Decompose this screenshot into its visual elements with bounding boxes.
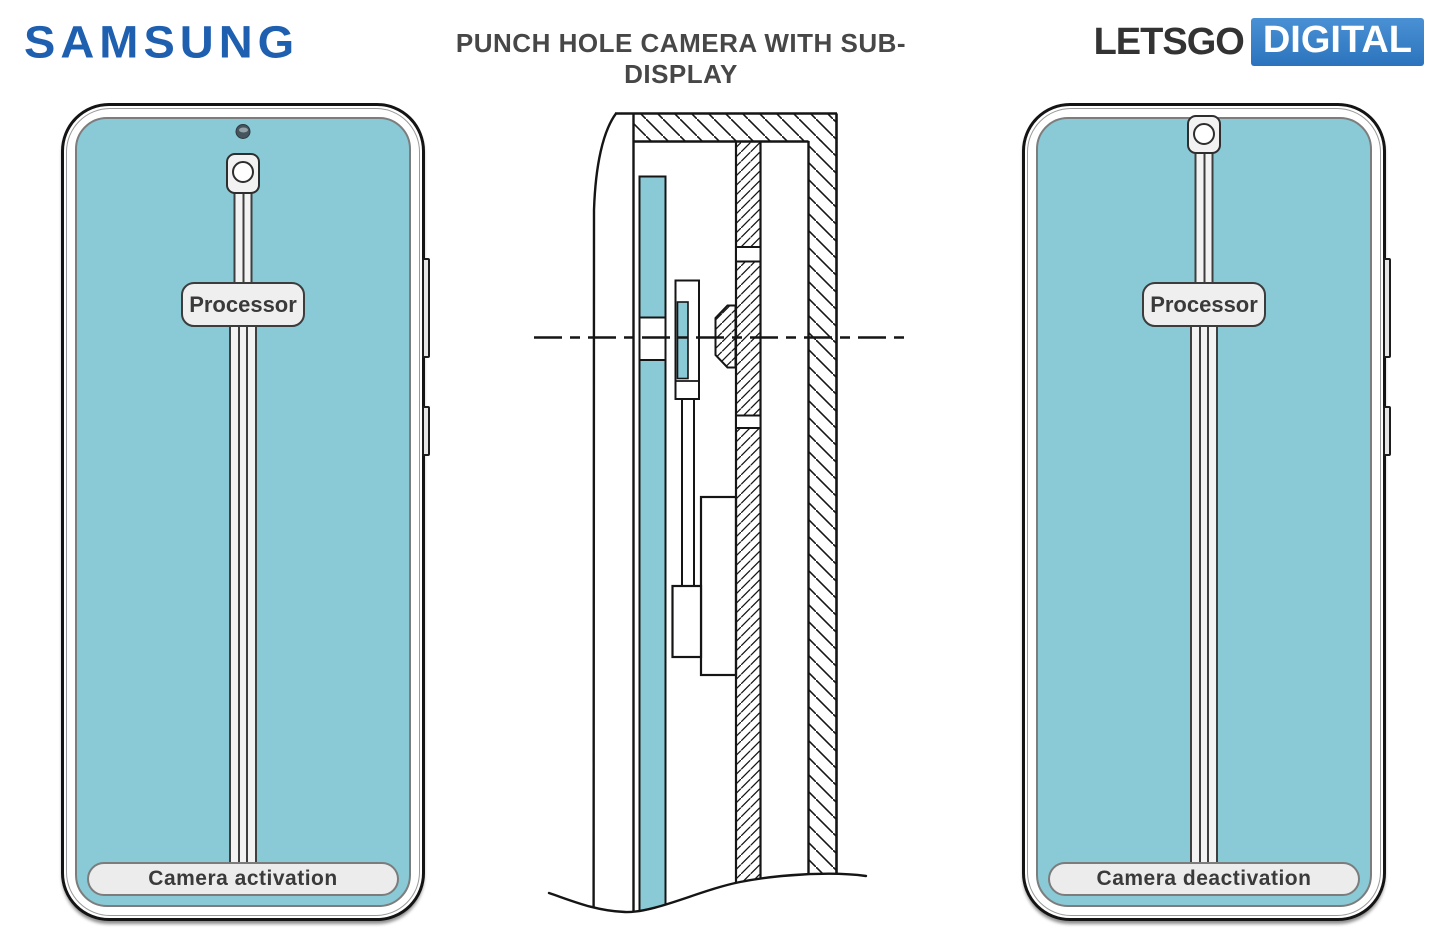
camera-module-body xyxy=(699,495,738,677)
actuator-rod xyxy=(681,398,695,590)
camera-activation-label: Camera activation xyxy=(87,862,399,896)
camera-module-icon xyxy=(226,153,260,194)
letsgo-digital-logo: LETSGO DIGITAL xyxy=(1094,18,1424,66)
processor-box: Processor xyxy=(1142,282,1266,327)
digital-logo-badge: DIGITAL xyxy=(1250,18,1424,66)
top-housing-hatch xyxy=(633,113,837,142)
camera-module-icon xyxy=(1187,115,1221,154)
signal-trace-upper xyxy=(233,193,253,283)
phone-camera-activated: Processor Camera activation xyxy=(61,103,430,921)
phone-screen: Processor Camera activation xyxy=(75,117,411,907)
signal-trace-upper xyxy=(1194,153,1214,283)
actuator-motor xyxy=(671,584,703,659)
phone-camera-deactivated: Processor Camera deactivation xyxy=(1022,103,1391,921)
volume-button xyxy=(1383,258,1391,358)
processor-box: Processor xyxy=(181,282,305,327)
power-button xyxy=(422,406,430,456)
cross-section-diagram xyxy=(534,112,904,914)
page-title: PUNCH HOLE CAMERA WITH SUB-DISPLAY xyxy=(455,28,907,89)
samsung-logo: SAMSUNG xyxy=(24,16,300,67)
lens-element xyxy=(714,304,737,369)
display-panel xyxy=(638,175,667,913)
camera-deactivation-label: Camera deactivation xyxy=(1048,862,1360,896)
front-edge-curve xyxy=(592,112,617,913)
signal-trace-lower xyxy=(229,326,257,863)
chassis-column-hatch xyxy=(737,141,760,889)
break-line xyxy=(547,872,868,914)
power-button xyxy=(1383,406,1391,456)
signal-trace-lower xyxy=(1190,326,1218,863)
front-camera-punch-hole-icon xyxy=(235,124,251,139)
letsgo-logo-text: LETSGO xyxy=(1093,20,1245,63)
phone-screen: Processor Camera deactivation xyxy=(1036,115,1372,907)
rear-chassis-hatch xyxy=(808,140,837,882)
sub-display xyxy=(676,301,689,380)
volume-button xyxy=(422,258,430,358)
